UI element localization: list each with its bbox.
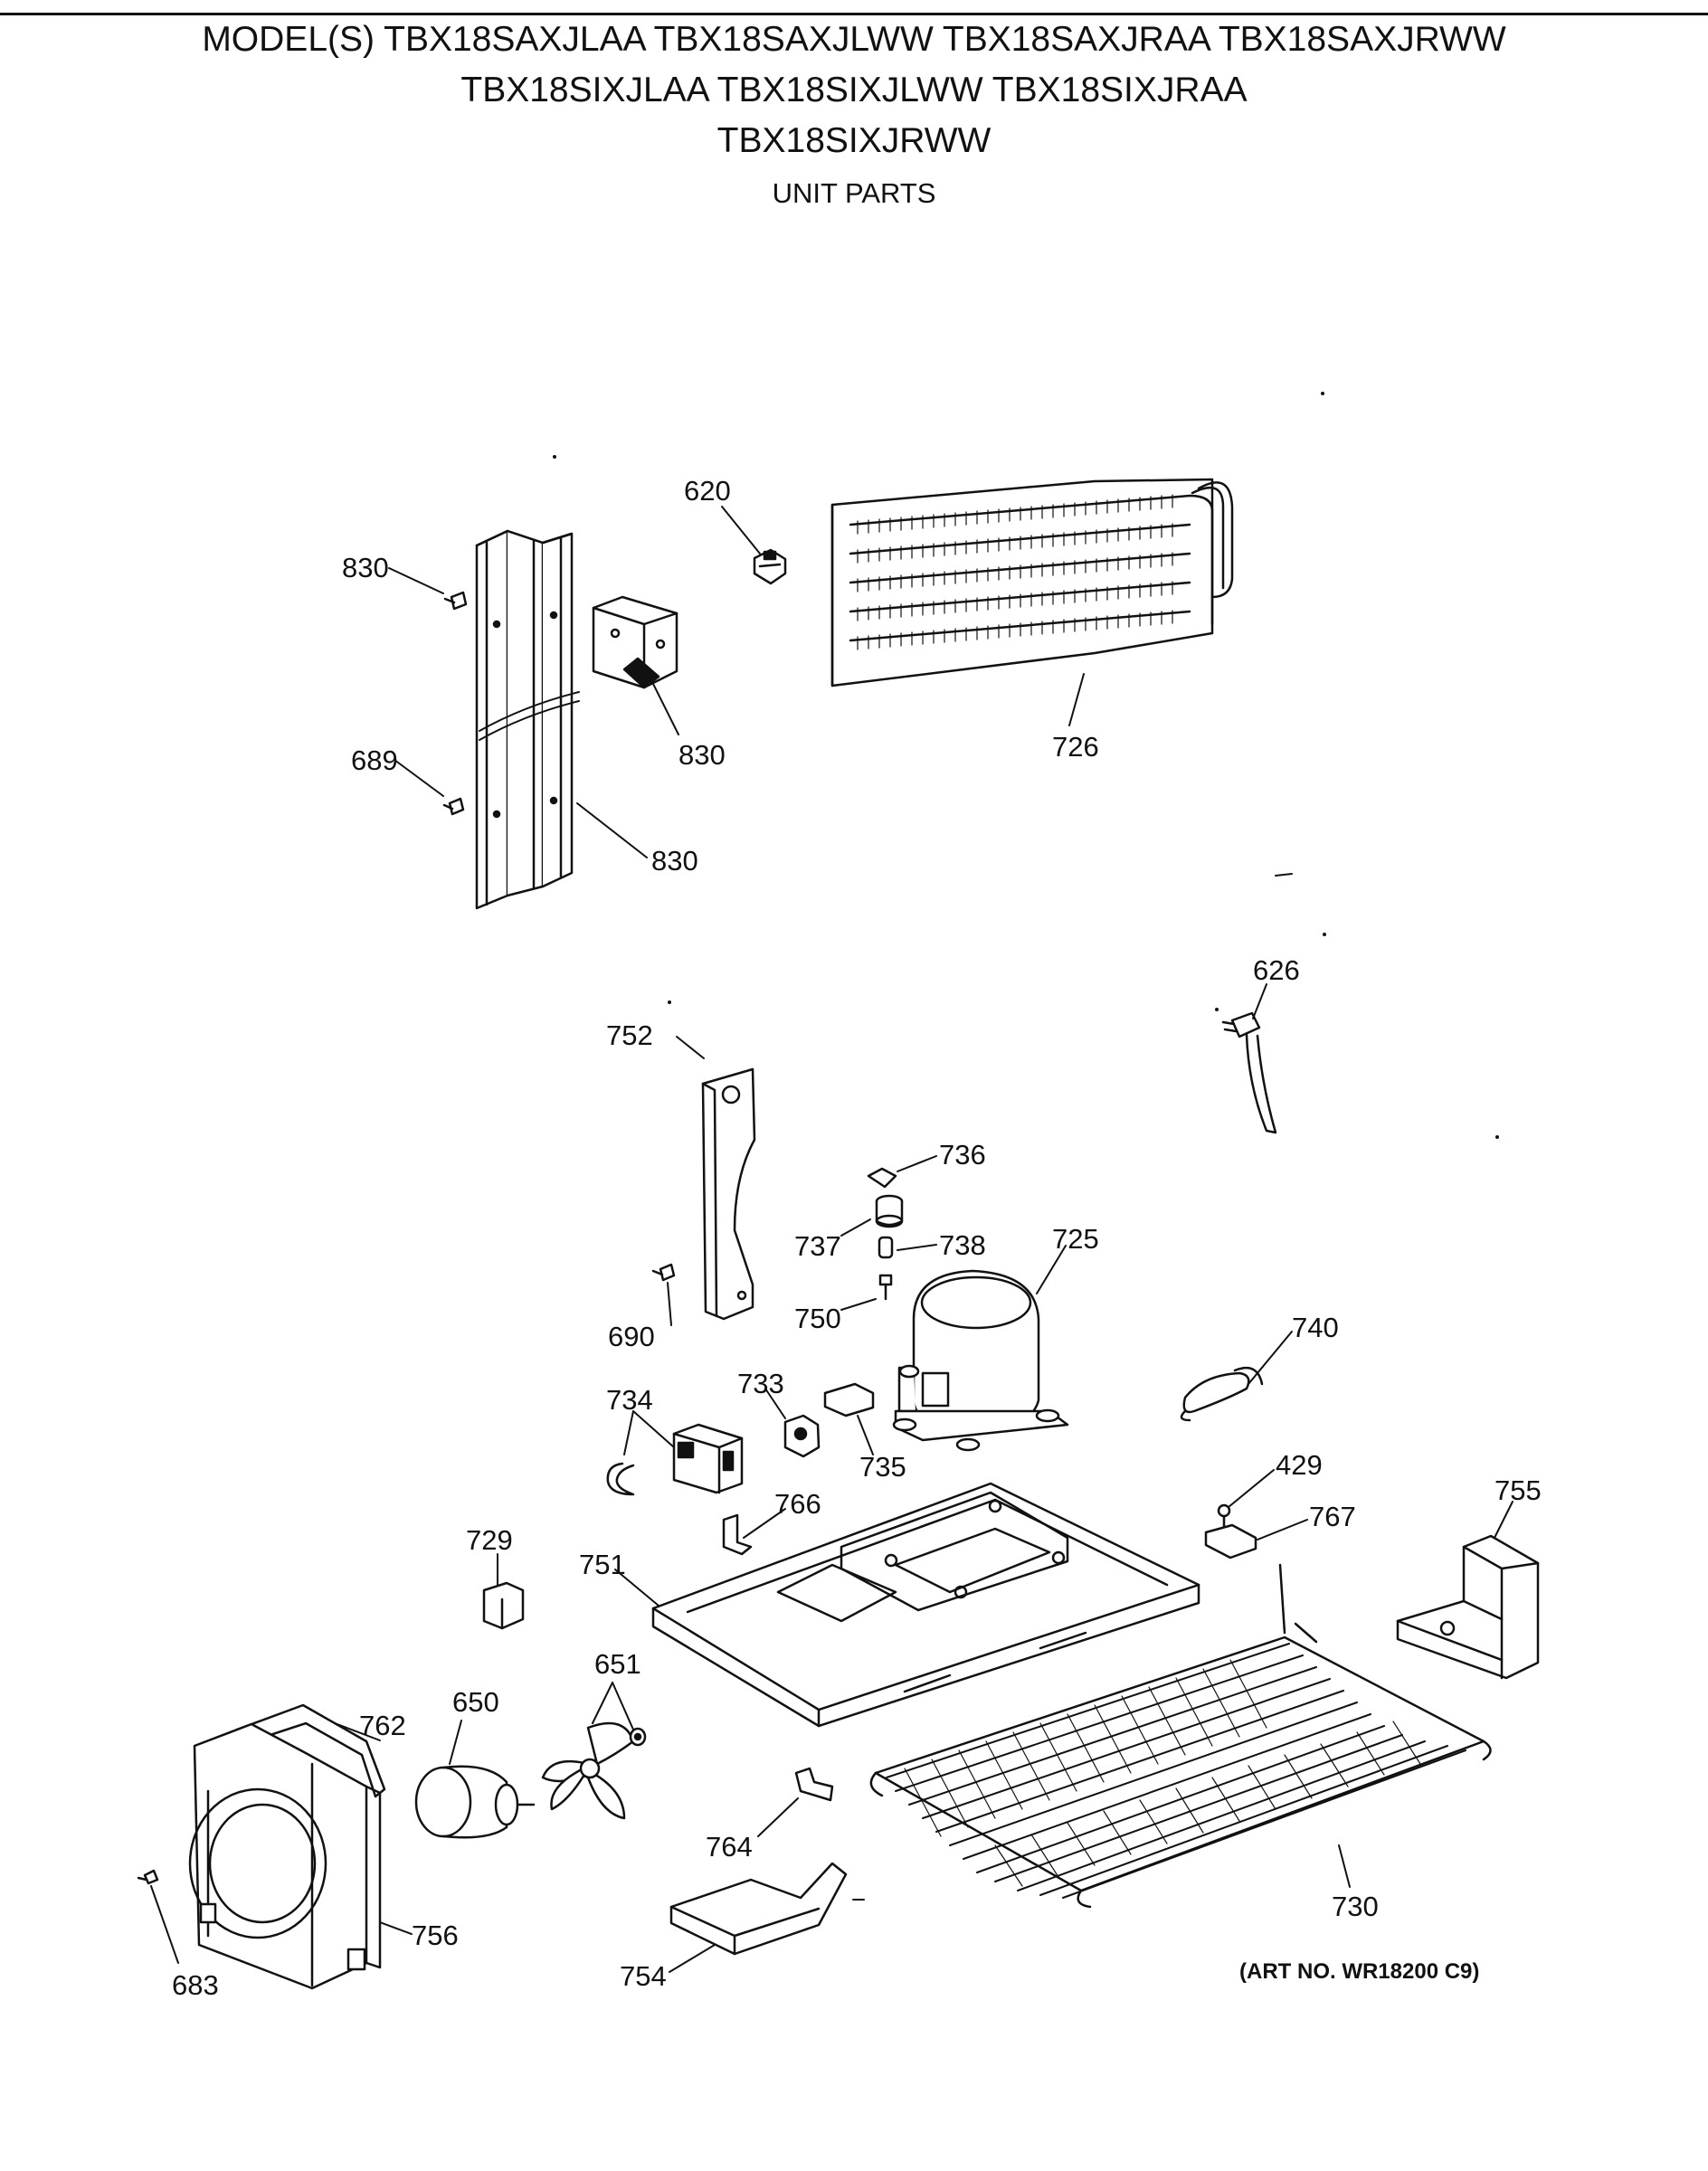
label-764: 764	[706, 1831, 753, 1863]
leader-lines	[150, 506, 1513, 1973]
label-767: 767	[1309, 1501, 1356, 1532]
fan-motor-650	[414, 1765, 536, 1839]
label-830-top: 830	[342, 552, 389, 583]
label-754: 754	[620, 1960, 667, 1992]
coil-730	[869, 1563, 1492, 1909]
mount-bracket-752	[701, 1067, 756, 1321]
label-750: 750	[794, 1303, 841, 1334]
fan-shroud-756	[188, 1722, 382, 1990]
header-rule	[0, 13, 1708, 15]
screw-689	[442, 797, 465, 816]
condenser-coil-726	[830, 478, 1234, 687]
retainer-clip-734	[606, 1462, 635, 1496]
clip-740	[1180, 1366, 1264, 1422]
section-title: UNIT PARTS	[772, 177, 936, 209]
power-cord-626	[1221, 1011, 1277, 1134]
scan-specks	[553, 392, 1499, 1901]
clip-767	[1204, 1523, 1257, 1560]
art-number: (ART NO. WR18200 C9)	[1239, 1959, 1480, 1984]
clip-736	[867, 1167, 897, 1189]
channel-bracket-830	[475, 529, 580, 910]
label-429: 429	[1276, 1449, 1323, 1481]
bracket-766	[722, 1513, 753, 1556]
fan-blade-651	[541, 1721, 635, 1820]
label-740: 740	[1292, 1312, 1339, 1343]
label-737: 737	[794, 1230, 841, 1262]
label-729: 729	[466, 1524, 513, 1556]
label-762: 762	[359, 1710, 406, 1741]
model-list-line-2: TBX18SIXJLAA TBX18SIXJLWW TBX18SIXJRAA	[460, 71, 1248, 109]
capacitor-729	[482, 1581, 525, 1630]
label-626: 626	[1253, 954, 1300, 986]
label-756: 756	[412, 1920, 459, 1951]
bolt-750	[878, 1274, 893, 1301]
label-733: 733	[737, 1368, 784, 1399]
label-620: 620	[684, 475, 731, 507]
label-738: 738	[939, 1229, 986, 1261]
grommet-737	[875, 1194, 904, 1228]
label-726: 726	[1052, 731, 1099, 763]
label-725: 725	[1052, 1223, 1099, 1255]
screw-683	[137, 1869, 159, 1885]
screw-830	[443, 591, 468, 611]
clip-620	[753, 548, 787, 585]
relay-734	[672, 1423, 744, 1494]
base-pan-751	[651, 1482, 1200, 1728]
nut-651	[629, 1727, 647, 1747]
overload-733	[783, 1414, 821, 1458]
model-list-line-1: MODEL(S) TBX18SAXJLAA TBX18SAXJLWW TBX18…	[202, 20, 1506, 59]
label-650: 650	[452, 1686, 499, 1718]
label-689: 689	[351, 744, 398, 776]
label-730: 730	[1332, 1891, 1379, 1922]
label-683: 683	[172, 1969, 219, 2001]
relay-box-830	[592, 595, 678, 689]
sleeve-738	[878, 1236, 894, 1259]
part-labels: 620 830 830 830 689 726 626 752 736 737 …	[172, 475, 1542, 2001]
compressor-725	[892, 1269, 1069, 1452]
model-list-line-3: TBX18SIXJRWW	[716, 121, 992, 160]
label-830-relay: 830	[678, 739, 726, 771]
screw-690	[651, 1263, 676, 1282]
label-766: 766	[774, 1488, 821, 1520]
label-751: 751	[579, 1549, 626, 1580]
block-755	[1396, 1534, 1540, 1680]
label-752: 752	[606, 1019, 653, 1051]
label-735: 735	[859, 1451, 906, 1483]
label-736: 736	[939, 1139, 986, 1171]
drain-tray-754	[669, 1862, 848, 1956]
clip-764	[794, 1767, 834, 1802]
label-755: 755	[1494, 1474, 1542, 1506]
cover-735	[823, 1382, 875, 1417]
label-830-channel: 830	[651, 845, 698, 877]
label-734: 734	[606, 1384, 653, 1416]
label-690: 690	[608, 1321, 655, 1352]
label-651: 651	[594, 1648, 641, 1680]
